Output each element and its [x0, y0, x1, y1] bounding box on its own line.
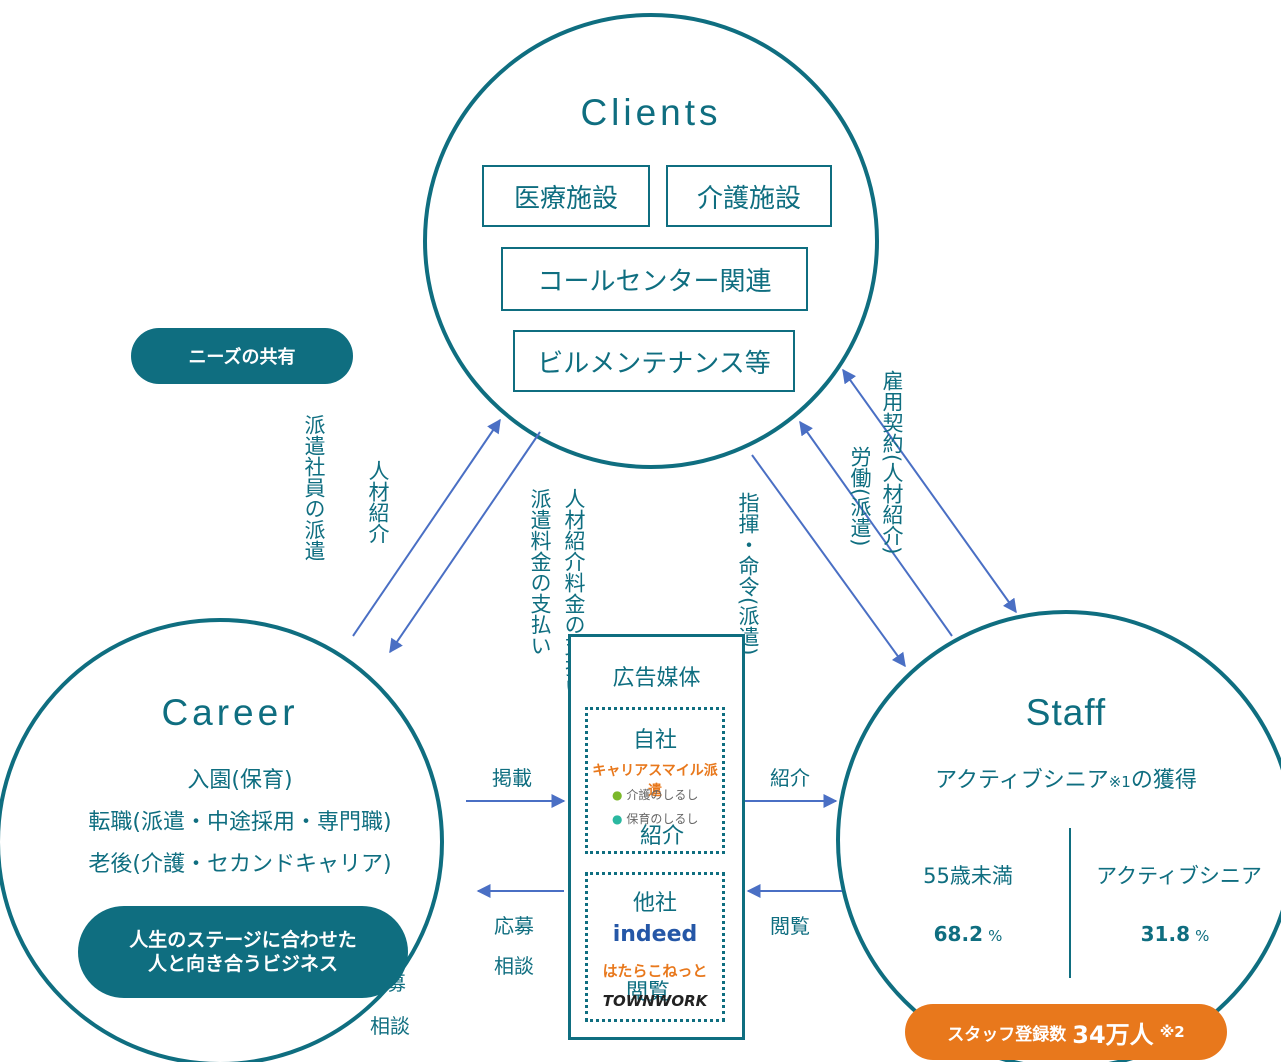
- label-employment: 雇用契約(人材紹介): [880, 370, 904, 555]
- arrow-career-to-clients: [352, 418, 501, 637]
- career-line-3: 老後(介護・セカンドキャリア): [88, 852, 392, 877]
- stat-label-senior: アクティブシニア: [1096, 864, 1262, 888]
- stat-unit-senior: %: [1195, 927, 1210, 945]
- label-command: 指揮・命令(派遣): [736, 492, 760, 656]
- other-media-label: 他社: [632, 891, 677, 916]
- ad-media-title: 広告媒体: [612, 666, 701, 691]
- label-recruit-left: 人材紹介: [366, 460, 390, 544]
- staff-subtitle-main: アクティブシニア: [935, 768, 1109, 793]
- arrow-clients-staff-contract: [842, 368, 1017, 614]
- arrow-clients-to-career: [389, 431, 541, 654]
- stat-number-under55: 68.2: [933, 922, 983, 946]
- arrow-clients-to-staff: [751, 454, 906, 668]
- career-pill-line-1: 人生のステージに合わせた: [129, 929, 357, 951]
- hoiku-leaf-icon: ●: [612, 812, 623, 826]
- ad-media-panel: [568, 634, 745, 1040]
- clients-title: Clients: [580, 92, 722, 133]
- staff-count-badge: スタッフ登録数 34万人 ※2: [905, 1004, 1227, 1060]
- career-line-1: 入園(保育): [187, 768, 293, 793]
- logo-hoiku-shirushi: ● 保育のしるし: [612, 810, 698, 827]
- stat-value-senior: 31.8 %: [1100, 922, 1250, 946]
- box-callcenter: コールセンター関連: [501, 247, 808, 311]
- label-labor: 労働(派遣): [848, 446, 872, 547]
- box-building: ビルメンテナンス等: [513, 330, 795, 392]
- label-apply: 応募: [494, 914, 534, 938]
- clients-circle: [423, 13, 879, 469]
- label-consult: 相談: [494, 954, 534, 978]
- logo-hatarako: はたらこねっと: [602, 962, 708, 980]
- box-medical: 医療施設: [482, 165, 650, 227]
- arrow-staff-to-clients: [799, 420, 953, 637]
- staff-circle: [836, 610, 1281, 1062]
- staff-subtitle: アクティブシニア※1の獲得: [876, 762, 1256, 794]
- stat-value-under55: 68.2 %: [898, 922, 1038, 946]
- kaigo-leaf-icon: ●: [612, 788, 623, 802]
- career-pill-line-2: 人と向き合うビジネス: [147, 953, 338, 975]
- career-title: Career: [161, 692, 299, 733]
- label-dispatch-staff: 派遣社員の派遣: [302, 414, 326, 561]
- career-pill: 人生のステージに合わせた 人と向き合うビジネス: [78, 906, 408, 998]
- badge-note: ※2: [1159, 1023, 1185, 1041]
- stat-number-senior: 31.8: [1140, 922, 1190, 946]
- staff-subtitle-tail: の獲得: [1130, 768, 1197, 793]
- stat-label-under55: 55歳未満: [923, 864, 1013, 888]
- staff-subtitle-note: ※1: [1108, 773, 1131, 791]
- other-overlay-label: 閲覧: [626, 980, 671, 1005]
- career-circle: [0, 618, 444, 1062]
- logo-townwork: TOWNWORK: [602, 992, 708, 1010]
- label-dispatch-fee: 派遣料金の支払い: [528, 488, 552, 656]
- label-browse: 閲覧: [770, 914, 810, 938]
- label-introduce: 紹介: [770, 766, 810, 790]
- badge-label: スタッフ登録数: [947, 1024, 1067, 1045]
- badge-value: 34万人: [1072, 1020, 1154, 1049]
- stat-unit-under55: %: [988, 927, 1003, 945]
- logo-kaigo-text: 介護のしるし: [626, 788, 699, 802]
- own-overlay-label: 紹介: [640, 824, 685, 849]
- logo-career-smile: キャリアスマイル派遣: [592, 763, 718, 799]
- career-stray-label-2: 相談: [370, 1014, 410, 1038]
- needs-share-pill: ニーズの共有: [131, 328, 353, 384]
- career-line-2: 転職(派遣・中途採用・専門職): [88, 810, 392, 835]
- own-media-label: 自社: [632, 728, 677, 753]
- box-nursing: 介護施設: [666, 165, 832, 227]
- logo-indeed: indeed: [612, 922, 698, 947]
- logo-kaigo-shirushi: ● 介護のしるし: [612, 786, 698, 803]
- staff-title: Staff: [1025, 692, 1107, 733]
- logo-hoiku-text: 保育のしるし: [626, 812, 699, 826]
- other-media-box: [585, 872, 725, 1022]
- label-post: 掲載: [492, 766, 532, 790]
- own-media-box: [585, 707, 725, 854]
